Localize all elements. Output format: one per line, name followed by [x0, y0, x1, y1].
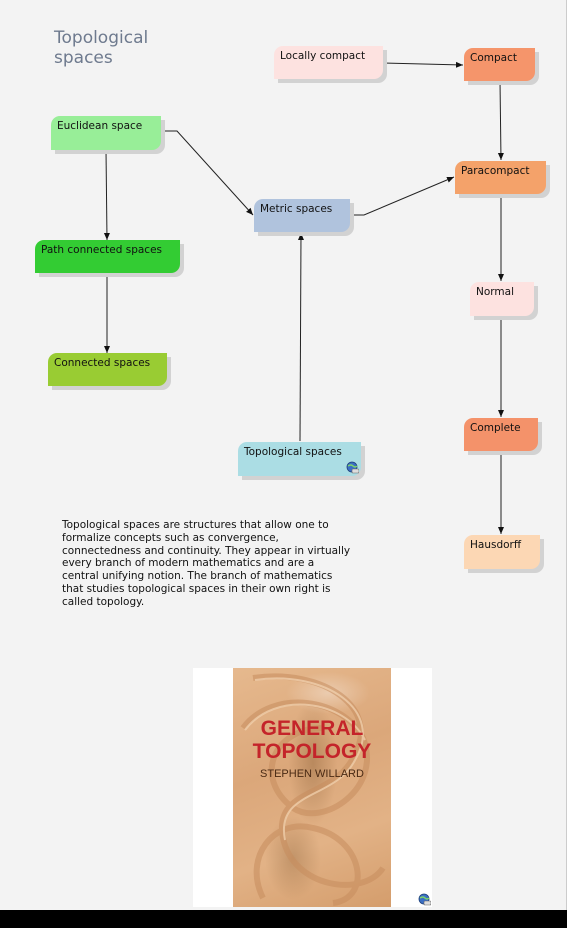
book-cover-image[interactable]: GENERAL TOPOLOGY STEPHEN WILLARD [233, 668, 391, 907]
node-topological-spaces[interactable]: Topological spaces [238, 442, 361, 476]
globe-link-icon[interactable] [346, 461, 359, 474]
map-title: Topological spaces [54, 28, 149, 68]
node-locally-compact[interactable]: Locally compact [274, 46, 383, 79]
link-topological-metric [297, 232, 304, 442]
knot-illustration [240, 673, 386, 906]
link-euclidean-metric [162, 130, 254, 216]
link-euclidean-path-connected [103, 149, 110, 241]
link-compact-paracompact [497, 80, 504, 161]
bottom-black-bar [0, 911, 567, 928]
node-compact[interactable]: Compact [464, 48, 535, 81]
book-title-line1: GENERAL [260, 717, 364, 740]
node-path-connected-spaces[interactable]: Path connected spaces [35, 240, 180, 273]
node-paracompact[interactable]: Paracompact [455, 161, 546, 194]
node-metric-spaces[interactable]: Metric spaces [254, 199, 350, 232]
globe-link-icon[interactable] [418, 893, 431, 906]
book-title-line2: TOPOLOGY [252, 740, 372, 763]
link-metric-paracompact [351, 176, 455, 216]
node-complete[interactable]: Complete [464, 418, 538, 451]
node-connected-spaces[interactable]: Connected spaces [48, 353, 167, 386]
node-euclidean-space[interactable]: Euclidean space [51, 116, 161, 150]
link-locally-compact-compact [382, 61, 464, 68]
description-text: Topological spaces are structures that a… [62, 519, 351, 608]
node-normal[interactable]: Normal [470, 282, 534, 316]
node-hausdorff[interactable]: Hausdorff [464, 535, 540, 569]
connector-layer [103, 61, 504, 534]
book-author: STEPHEN WILLARD [260, 768, 364, 780]
